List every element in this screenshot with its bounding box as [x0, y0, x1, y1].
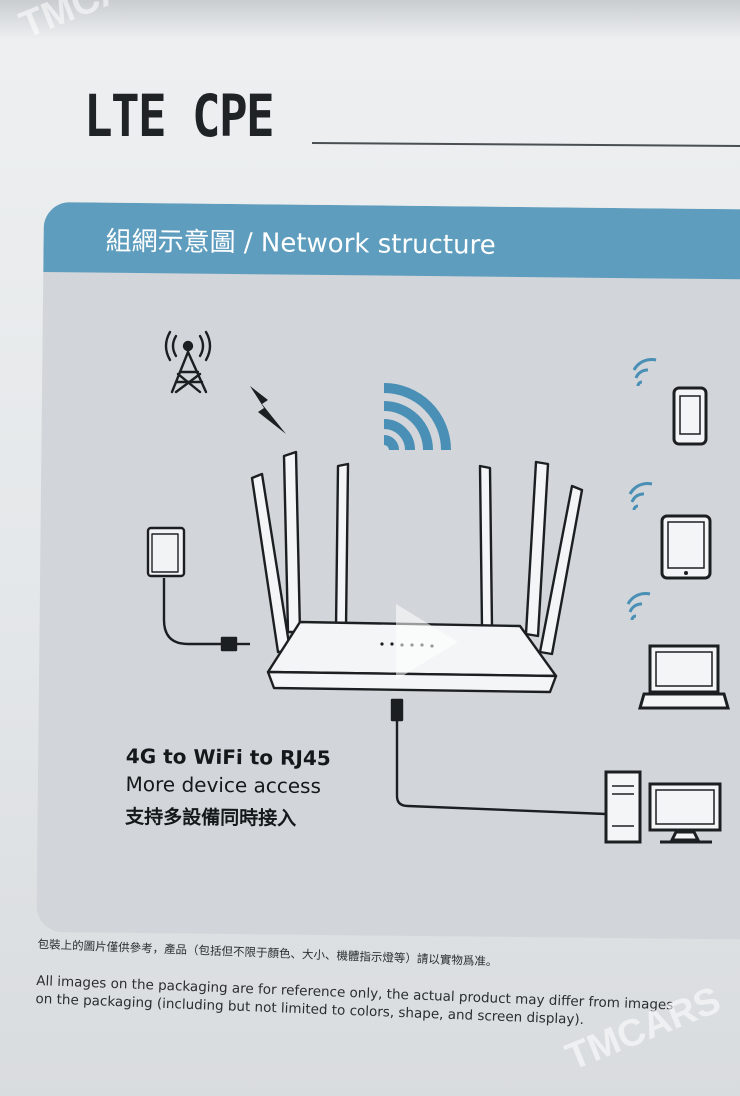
- power-adapter-icon: [146, 526, 250, 652]
- product-title: LTE CPE: [84, 82, 275, 150]
- cell-tower-icon: [164, 330, 212, 394]
- laptop-icon: [626, 592, 730, 710]
- lightning-icon: [250, 386, 286, 434]
- router-icon: [250, 450, 607, 816]
- feature-caption: 4G to WiFi to RJ45 More device access 支持…: [125, 744, 331, 831]
- tablet-icon: [628, 482, 712, 580]
- caption-line-3: 支持多設備同時接入: [125, 805, 297, 830]
- caption-line-2: More device access: [125, 771, 322, 799]
- desktop-pc-icon: [604, 770, 722, 844]
- play-icon[interactable]: [396, 604, 458, 680]
- wifi-signal-icon: [383, 383, 451, 451]
- caption-line-1: 4G to WiFi to RJ45: [125, 744, 331, 771]
- smartphone-icon: [632, 358, 708, 446]
- box-top-shadow: [0, 0, 740, 40]
